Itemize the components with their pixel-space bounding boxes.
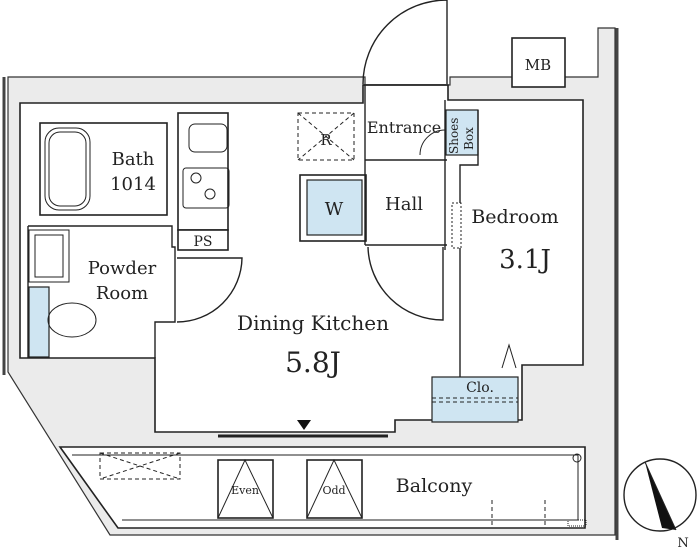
- dining-kitchen-size: 5.8J: [285, 346, 341, 379]
- powder-room-door[interactable]: [176, 257, 243, 323]
- bath-size: 1014: [110, 174, 156, 195]
- stove-icon: [182, 167, 230, 209]
- outdoor-unit-space: [99, 452, 181, 480]
- powder-room-wall: [28, 225, 176, 358]
- even-unit-label: Even: [231, 484, 259, 497]
- bathtub-icon: [44, 127, 91, 211]
- closet: [431, 376, 519, 423]
- drain-icon: [572, 453, 582, 463]
- powder-room-label: Powder: [88, 258, 157, 279]
- vanity-icon: [28, 229, 70, 283]
- front-door[interactable]: [362, 0, 448, 85]
- ps-label: PS: [193, 234, 212, 250]
- mb-label: MB: [525, 56, 551, 74]
- ps-box: [177, 229, 229, 251]
- dining-kitchen-label: Dining Kitchen: [237, 311, 389, 335]
- bathtub-inner: [48, 131, 87, 207]
- entrance-label: Entrance: [367, 118, 441, 137]
- washer-label: W: [325, 199, 344, 220]
- refrigerator-space: [297, 112, 355, 161]
- kitchen-counter: [177, 112, 229, 231]
- odd-unit-label: Odd: [322, 484, 345, 497]
- window-marker-icon: [297, 420, 311, 430]
- bedroom-wall: [459, 110, 479, 420]
- balcony-label: Balcony: [396, 475, 473, 497]
- mb-box: [511, 37, 566, 88]
- bath-label: Bath: [112, 149, 155, 170]
- hall-label: Hall: [385, 194, 423, 215]
- shoes-box-door[interactable]: [419, 129, 446, 156]
- bathroom: [39, 122, 168, 216]
- toilet-icon: [47, 302, 97, 338]
- vent-icon: [567, 519, 587, 527]
- hall-door[interactable]: [367, 246, 444, 321]
- shoes-box-label-2: Box: [462, 127, 476, 150]
- shoes-box-label: Shoes: [447, 118, 461, 154]
- compass-icon: [623, 458, 697, 532]
- compass-north-label: N: [677, 536, 688, 551]
- closet-label: Clo.: [466, 380, 494, 396]
- sink-icon: [188, 123, 228, 153]
- closet-door-marker: [501, 343, 517, 369]
- toilet-tank-icon: [28, 286, 50, 358]
- bedroom-size: 3.1J: [499, 245, 551, 275]
- bedroom-sliding-door[interactable]: [451, 202, 462, 249]
- powder-room-label-2: Room: [96, 283, 148, 304]
- bedroom-label: Bedroom: [471, 206, 558, 228]
- washer-pan: [306, 179, 363, 236]
- refrigerator-label: R: [320, 131, 332, 149]
